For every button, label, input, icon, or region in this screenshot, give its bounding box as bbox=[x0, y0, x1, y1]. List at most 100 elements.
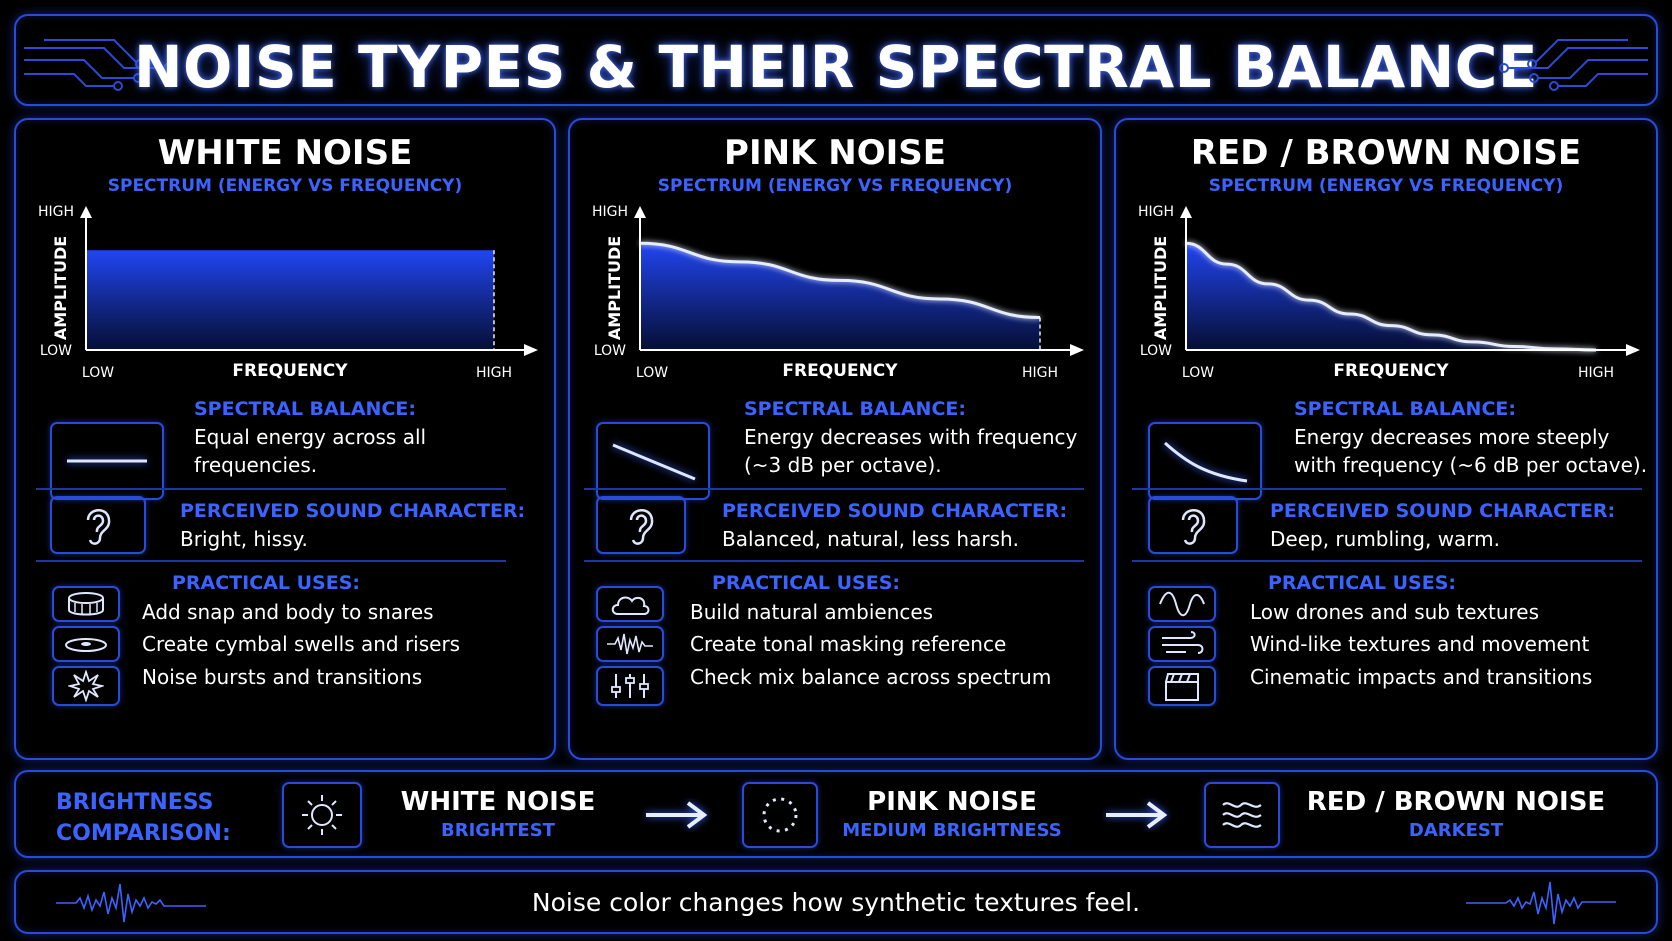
y-axis-label: AMPLITUDE bbox=[605, 236, 624, 340]
use-item: Wind-like textures and movement bbox=[1250, 632, 1590, 656]
y-axis-arrow bbox=[1180, 206, 1192, 218]
spectrum-curve bbox=[639, 241, 1041, 320]
y-axis-label: AMPLITUDE bbox=[1151, 236, 1170, 340]
divider bbox=[584, 560, 1084, 562]
brightness-item-level: MEDIUM BRIGHTNESS bbox=[842, 820, 1062, 841]
divider bbox=[584, 488, 1084, 490]
y-tick-label: HIGH bbox=[1138, 204, 1174, 220]
burst-icon bbox=[52, 666, 120, 706]
spectral-balance-heading: SPECTRAL BALANCE: bbox=[1294, 398, 1516, 420]
x-tick-label: HIGH bbox=[1578, 365, 1614, 381]
arrow-right-icon bbox=[646, 801, 708, 829]
spectrum-area bbox=[640, 243, 1040, 350]
panel-pink-noise: PINK NOISE SPECTRUM (ENERGY VS FREQUENCY… bbox=[568, 118, 1102, 760]
footer-text: Noise color changes how synthetic textur… bbox=[531, 888, 1141, 917]
perceived-text: Deep, rumbling, warm. bbox=[1270, 527, 1501, 551]
x-tick-label: HIGH bbox=[1022, 365, 1058, 381]
y-tick-label: LOW bbox=[1140, 343, 1172, 359]
divider bbox=[1132, 488, 1642, 490]
spectral-balance-line2: with frequency (~6 dB per octave). bbox=[1294, 453, 1648, 477]
practical-uses-heading: PRACTICAL USES: bbox=[712, 572, 900, 594]
waveform-icon bbox=[596, 626, 664, 662]
perceived-text: Bright, hissy. bbox=[180, 527, 308, 551]
chart-axes bbox=[639, 218, 1070, 351]
use-item: Cinematic impacts and transitions bbox=[1250, 665, 1593, 689]
use-item: Build natural ambiences bbox=[690, 600, 934, 624]
spectrum-curve bbox=[1185, 241, 1597, 352]
perceived-heading: PERCEIVED SOUND CHARACTER: bbox=[180, 500, 526, 522]
use-item: Create tonal masking reference bbox=[690, 632, 1007, 656]
brightness-item-level: DARKEST bbox=[1408, 820, 1504, 841]
panel-title: PINK NOISE bbox=[724, 133, 946, 173]
divider bbox=[36, 560, 506, 562]
footer-banner: Noise color changes how synthetic textur… bbox=[14, 870, 1658, 934]
circuit-left-icon bbox=[24, 39, 173, 91]
perceived-heading: PERCEIVED SOUND CHARACTER: bbox=[722, 500, 1068, 522]
x-axis-arrow bbox=[524, 344, 538, 356]
steep-curve-icon bbox=[1148, 422, 1262, 500]
panel-white-noise: WHITE NOISE SPECTRUM (ENERGY VS FREQUENC… bbox=[14, 118, 556, 760]
mixer-sliders-icon bbox=[596, 666, 664, 706]
waveform-left-icon bbox=[56, 883, 206, 923]
divider bbox=[1132, 560, 1642, 562]
panel-title: WHITE NOISE bbox=[157, 133, 413, 173]
spectrum-chart-red: HIGH LOW LOW HIGH FREQUENCY AMPLITUDE bbox=[1138, 204, 1640, 381]
arrow-right-icon bbox=[1106, 801, 1168, 829]
y-tick-label: HIGH bbox=[592, 204, 628, 220]
divider bbox=[36, 488, 506, 490]
chart-axes bbox=[1185, 218, 1626, 351]
spectral-balance-line1: Energy decreases with frequency bbox=[744, 425, 1078, 449]
ear-icon bbox=[50, 496, 146, 554]
x-axis-arrow bbox=[1070, 344, 1084, 356]
x-tick-label: LOW bbox=[82, 365, 114, 381]
use-item: Add snap and body to snares bbox=[142, 600, 434, 624]
y-tick-label: LOW bbox=[40, 343, 72, 359]
panel-subtitle: SPECTRUM (ENERGY VS FREQUENCY) bbox=[107, 176, 463, 196]
x-tick-label: LOW bbox=[636, 365, 668, 381]
brightness-item-level: BRIGHTEST bbox=[441, 820, 555, 841]
x-axis-arrow bbox=[1626, 344, 1640, 356]
x-axis-label: FREQUENCY bbox=[782, 361, 898, 381]
snare-drum-icon bbox=[52, 586, 120, 622]
brightness-item-name: WHITE NOISE bbox=[400, 787, 596, 817]
practical-uses-heading: PRACTICAL USES: bbox=[172, 572, 360, 594]
waveform-right-icon bbox=[1466, 881, 1616, 925]
spectral-balance-line1: Energy decreases more steeply bbox=[1294, 425, 1610, 449]
spectral-balance-line2: frequencies. bbox=[194, 453, 318, 477]
title-banner: NOISE TYPES & THEIR SPECTRAL BALANCE bbox=[14, 14, 1658, 106]
ear-icon bbox=[1148, 496, 1238, 554]
y-tick-label: HIGH bbox=[38, 204, 74, 220]
sloped-line-icon bbox=[596, 422, 710, 500]
cymbal-icon bbox=[52, 626, 120, 662]
chart-axes bbox=[85, 218, 524, 351]
panel-subtitle: SPECTRUM (ENERGY VS FREQUENCY) bbox=[1208, 176, 1564, 196]
ear-icon bbox=[596, 496, 686, 554]
x-tick-label: LOW bbox=[1182, 365, 1214, 381]
dotted-circle-icon bbox=[742, 782, 818, 848]
spectral-balance-heading: SPECTRAL BALANCE: bbox=[744, 398, 966, 420]
clapperboard-icon bbox=[1148, 666, 1216, 706]
use-item: Check mix balance across spectrum bbox=[690, 665, 1052, 689]
spectrum-chart-pink: HIGH LOW LOW HIGH FREQUENCY AMPLITUDE bbox=[592, 204, 1084, 381]
perceived-text: Balanced, natural, less harsh. bbox=[722, 527, 1020, 551]
spectral-balance-heading: SPECTRAL BALANCE: bbox=[194, 398, 416, 420]
wind-icon bbox=[1148, 626, 1216, 662]
y-tick-label: LOW bbox=[594, 343, 626, 359]
circuit-right-icon bbox=[1499, 39, 1648, 91]
y-axis-arrow bbox=[634, 206, 646, 218]
brightness-comparison: BRIGHTNESS COMPARISON: WHITE NOISE BRIGH… bbox=[14, 770, 1658, 858]
sun-icon bbox=[282, 782, 362, 848]
panel-subtitle: SPECTRUM (ENERGY VS FREQUENCY) bbox=[657, 176, 1013, 196]
y-axis-arrow bbox=[80, 206, 92, 218]
sine-wave-icon bbox=[1148, 586, 1216, 622]
use-item: Create cymbal swells and risers bbox=[142, 632, 461, 656]
page-title: NOISE TYPES & THEIR SPECTRAL BALANCE bbox=[134, 33, 1538, 101]
x-axis-label: FREQUENCY bbox=[1333, 361, 1449, 381]
practical-uses-heading: PRACTICAL USES: bbox=[1268, 572, 1456, 594]
use-item: Noise bursts and transitions bbox=[142, 665, 423, 689]
y-axis-label: AMPLITUDE bbox=[51, 236, 70, 340]
flat-line-icon bbox=[50, 422, 164, 500]
spectral-balance-line2: (~3 dB per octave). bbox=[744, 453, 942, 477]
spectrum-area bbox=[86, 250, 494, 350]
